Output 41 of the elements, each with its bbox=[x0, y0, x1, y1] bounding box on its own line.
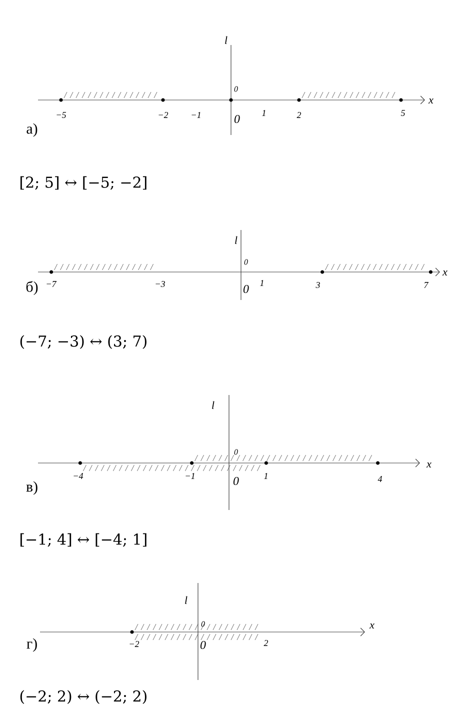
panel-label: а) bbox=[26, 123, 38, 137]
interval-formula: [2; 5] ↔ [−5; −2] bbox=[20, 176, 146, 190]
tick-label: 2 bbox=[264, 640, 268, 646]
axis-label: x bbox=[428, 98, 434, 104]
tick-label: 0 bbox=[201, 621, 205, 627]
tick-label: 0 bbox=[244, 259, 248, 265]
panel-label: г) bbox=[26, 638, 37, 652]
axis-label: l bbox=[212, 401, 214, 409]
tick-label: 0 bbox=[234, 449, 238, 455]
tick-label: −3 bbox=[156, 280, 165, 288]
tick-label: 3 bbox=[316, 282, 320, 288]
tick-label: −1 bbox=[192, 112, 200, 118]
tick-label: 0 bbox=[234, 86, 238, 92]
tick-label: −5 bbox=[56, 112, 66, 118]
tick-label: 7 bbox=[424, 282, 429, 288]
tick-label: −2 bbox=[158, 112, 168, 118]
axis-label: x bbox=[369, 623, 374, 629]
axis-label: l bbox=[235, 236, 238, 244]
tick-label: 2 bbox=[296, 112, 302, 118]
interval-formula: [−1; 4] ↔ [−4; 1] bbox=[20, 533, 146, 547]
tick-label: 0 bbox=[243, 284, 249, 294]
interval-formula: (−7; −3) ↔ (3; 7) bbox=[20, 335, 146, 349]
axis-label: l bbox=[185, 596, 188, 604]
tick-label: 1 bbox=[260, 280, 264, 286]
tick-label: 0 bbox=[234, 114, 240, 124]
tick-label: −1 bbox=[186, 473, 194, 479]
axis-label: l bbox=[225, 36, 228, 44]
axis-label: x bbox=[426, 462, 432, 468]
tick-label: 1 bbox=[262, 110, 266, 116]
panel-label: в) bbox=[26, 481, 38, 495]
tick-label: −4 bbox=[74, 473, 84, 479]
tick-label: 4 bbox=[378, 476, 382, 482]
axis-label: x bbox=[442, 270, 448, 276]
interval-formula: (−2; 2) ↔ (−2; 2) bbox=[20, 690, 146, 704]
tick-label: 0 bbox=[200, 640, 206, 650]
panel-label: б) bbox=[26, 281, 38, 295]
tick-label: −7 bbox=[46, 281, 57, 287]
tick-label: 0 bbox=[233, 476, 239, 486]
tick-label: 1 bbox=[264, 473, 268, 479]
tick-label: −2 bbox=[130, 641, 140, 647]
tick-label: 5 bbox=[400, 110, 405, 116]
